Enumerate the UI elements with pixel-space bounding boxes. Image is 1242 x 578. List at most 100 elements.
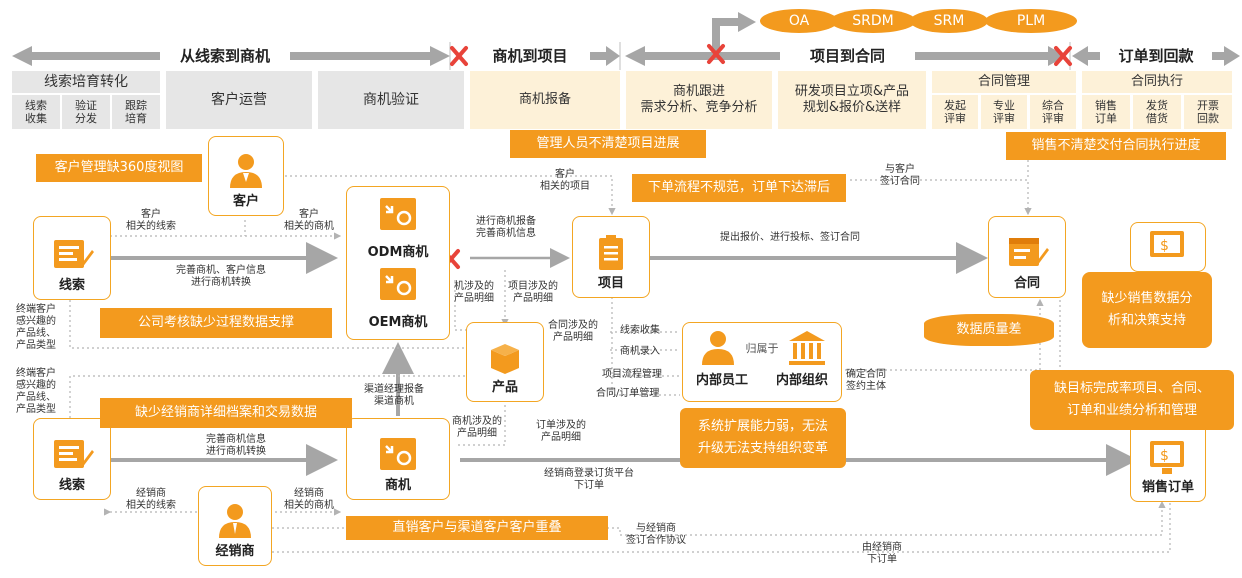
stage-exec-order: 销售 订单: [1082, 95, 1130, 129]
issue-customer-360: 客户管理缺360度视图: [36, 154, 202, 182]
project-clipboard-icon: [599, 235, 623, 270]
node-org-label: 内部组织: [776, 373, 829, 388]
issue-project-progress: 管理人员不清楚项目进展: [510, 130, 706, 158]
note-contract-products: 合同涉及的 产品明细: [548, 320, 598, 343]
note-quote-bid: 提出报价、进行投标、签订合同: [720, 232, 860, 243]
system-oa: OA: [760, 9, 838, 33]
stage-exec-invoice: 开票 回款: [1184, 95, 1232, 129]
customer-person-icon: [230, 154, 262, 188]
issue-order-flow: 下单流程不规范，订单下达滞后: [632, 174, 846, 202]
system-srdm: SRDM: [830, 9, 916, 33]
note-contract-with-cust: 与客户 签订合同: [880, 164, 920, 187]
node-opportunity: 商机: [346, 418, 450, 500]
stage-lead-verify: 验证 分发: [62, 95, 110, 129]
svg-text:$: $: [1160, 448, 1169, 464]
node-lead-bottom: 线索: [33, 418, 111, 500]
stage-lead-collect: 线索 收集: [12, 95, 60, 129]
note-cust-opps: 客户 相关的商机: [284, 209, 334, 232]
stage-proj-track: 商机跟进 需求分析、竞争分析: [626, 71, 772, 129]
node-staff-label: 内部员工: [695, 373, 748, 388]
issue-kpi-data: 公司考核缺少过程数据支撑: [100, 308, 332, 338]
phase-lead-to-opp: 从线索到商机: [179, 46, 270, 65]
node-contract-label: 合同: [1013, 276, 1040, 291]
node-opportunity-label: 商机: [384, 478, 411, 493]
node-internal: 归属于 内部员工 内部组织: [682, 322, 842, 402]
stage-opp-report: 商机报备: [470, 71, 620, 129]
note-opp-report-info: 进行商机报备 完善商机信息: [476, 216, 536, 239]
product-box-icon: [491, 344, 519, 374]
stage-contract-overall: 综合 评审: [1030, 95, 1076, 129]
issue-channel-overlap: 直销客户与渠道客户客户重叠: [346, 516, 608, 540]
note-opp-entry: 商机录入: [620, 346, 660, 357]
stage-contract-pro: 专业 评审: [981, 95, 1027, 129]
stage-opp-verify: 商机验证: [318, 71, 464, 129]
node-lead-top: 线索: [33, 216, 111, 300]
stage-lead-track: 跟踪 培育: [112, 95, 160, 129]
note-channel-report: 渠道经理报备 渠道商机: [364, 384, 424, 407]
system-srm: SRM: [910, 9, 988, 33]
node-product-label: 产品: [491, 380, 518, 395]
node-project-label: 项目: [597, 276, 624, 291]
org-building-icon: [788, 331, 825, 365]
svg-text:$: $: [1160, 238, 1169, 254]
note-dealer-platform: 经销商登录订货平台 下订单: [544, 468, 634, 491]
note-opp-products: 机涉及的 产品明细: [454, 281, 494, 304]
issue-sales-analysis: 缺少销售数据分 析和决策支持: [1082, 272, 1212, 348]
stage-exec-ship: 发货 借货: [1133, 95, 1181, 129]
node-contract: 合同: [988, 216, 1066, 298]
node-odm-label: ODM商机: [367, 244, 429, 260]
node-product: 产品: [466, 322, 544, 402]
stage-customer-ops: 客户运营: [166, 71, 312, 129]
dealer-person-icon: [219, 504, 251, 538]
sales-analysis-icon-box: $: [1130, 222, 1206, 272]
node-oem-label: OEM商机: [368, 314, 428, 330]
note-contract-order-mgmt: 合同/订单管理: [596, 388, 660, 399]
stage-contract-initiate: 发起 评审: [932, 95, 978, 129]
node-sales-order-label: 销售订单: [1141, 480, 1194, 495]
sales-order-screen-icon: $: [1150, 441, 1184, 474]
note-proj-products: 项目涉及的 产品明细: [508, 281, 558, 304]
note-proj-flow: 项目流程管理: [602, 369, 662, 380]
note-opp-products-2: 商机涉及的 产品明细: [452, 416, 502, 439]
node-customer: 客户: [208, 136, 284, 216]
odm-gear-icon: [380, 198, 416, 231]
lead-form-icon: [54, 240, 94, 268]
note-dealer-agreement: 与经销商 签订合作协议: [626, 523, 686, 546]
node-customer-label: 客户: [232, 194, 259, 209]
note-confirm-contract: 确定合同 签约主体: [846, 369, 886, 392]
stage-contract-mgmt: 合同管理: [932, 71, 1076, 93]
issue-dealer-data: 缺少经销商详细档案和交易数据: [100, 398, 352, 428]
note-dealer-opps: 经销商 相关的商机: [284, 488, 334, 511]
node-odm-oem: ODM商机 OEM商机: [346, 186, 450, 340]
note-improve-opp-2: 完善商机信息 进行商机转换: [206, 434, 266, 457]
node-sales-order: $ 销售订单: [1130, 418, 1206, 502]
note-order-products: 订单涉及的 产品明细: [536, 420, 586, 443]
node-lead-top-label: 线索: [58, 278, 85, 293]
note-terminal-interest-2: 终端客户 感兴趣的 产品线、 产品类型: [16, 368, 56, 415]
staff-person-icon: [701, 331, 734, 365]
note-improve-opp: 完善商机、客户信息 进行商机转换: [176, 265, 266, 288]
stage-contract-exec: 合同执行: [1082, 71, 1232, 93]
node-dealer: 经销商: [198, 486, 272, 566]
note-dealer-leads: 经销商 相关的线索: [126, 488, 176, 511]
oem-gear-icon: [380, 268, 416, 301]
node-lead-bottom-label: 线索: [58, 478, 85, 493]
note-cust-projects: 客户 相关的项目: [540, 169, 590, 192]
stage-lead-nurture: 线索培育转化: [12, 71, 160, 93]
phase-order-to-payment: 订单到回款: [1118, 46, 1194, 65]
note-cust-leads: 客户 相关的线索: [126, 209, 176, 232]
note-terminal-interest-1: 终端客户 感兴趣的 产品线、 产品类型: [16, 304, 56, 351]
note-dealer-order: 由经销商 下订单: [862, 542, 902, 565]
contract-form-icon: [1009, 238, 1049, 266]
note-lead-collect: 线索收集: [620, 325, 660, 336]
phase-opp-to-project: 商机到项目: [492, 46, 568, 65]
phase-project-to-contract: 项目到合同: [809, 46, 885, 65]
opportunity-gear-icon: [380, 438, 416, 470]
system-plm: PLM: [985, 9, 1077, 33]
issue-contract-exec: 销售不清楚交付合同执行进度: [1006, 132, 1226, 160]
node-dealer-label: 经销商: [215, 544, 255, 559]
issue-data-quality: 数据质量差: [924, 314, 1054, 346]
node-project: 项目: [572, 216, 650, 298]
stage-proj-rd: 研发项目立项&产品 规划&报价&送样: [778, 71, 926, 129]
